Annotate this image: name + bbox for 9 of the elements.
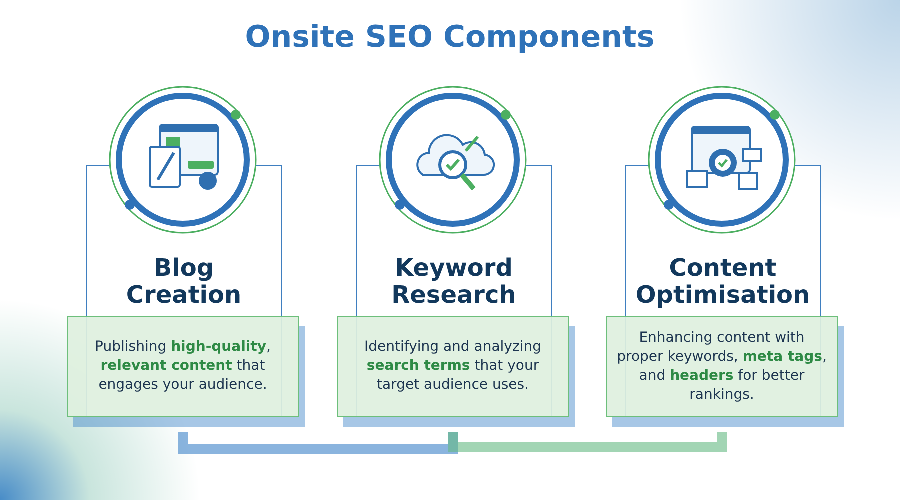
card-heading: Keyword Research <box>390 255 518 309</box>
description-text: Enhancing content with proper keywords, meta tags, and headers for better rankings. <box>616 328 828 404</box>
connector-line <box>448 432 727 452</box>
connector-line <box>178 432 458 454</box>
card-heading: Content Optimisation <box>634 255 812 309</box>
description-text: Publishing high-quality, relevant content that engages your audience. <box>94 338 272 395</box>
description-text: Identifying and analyzing search terms that your target audience uses. <box>364 338 542 395</box>
title: Onsite SEO Components <box>244 20 656 55</box>
card-heading: Blog Creation <box>125 255 243 309</box>
